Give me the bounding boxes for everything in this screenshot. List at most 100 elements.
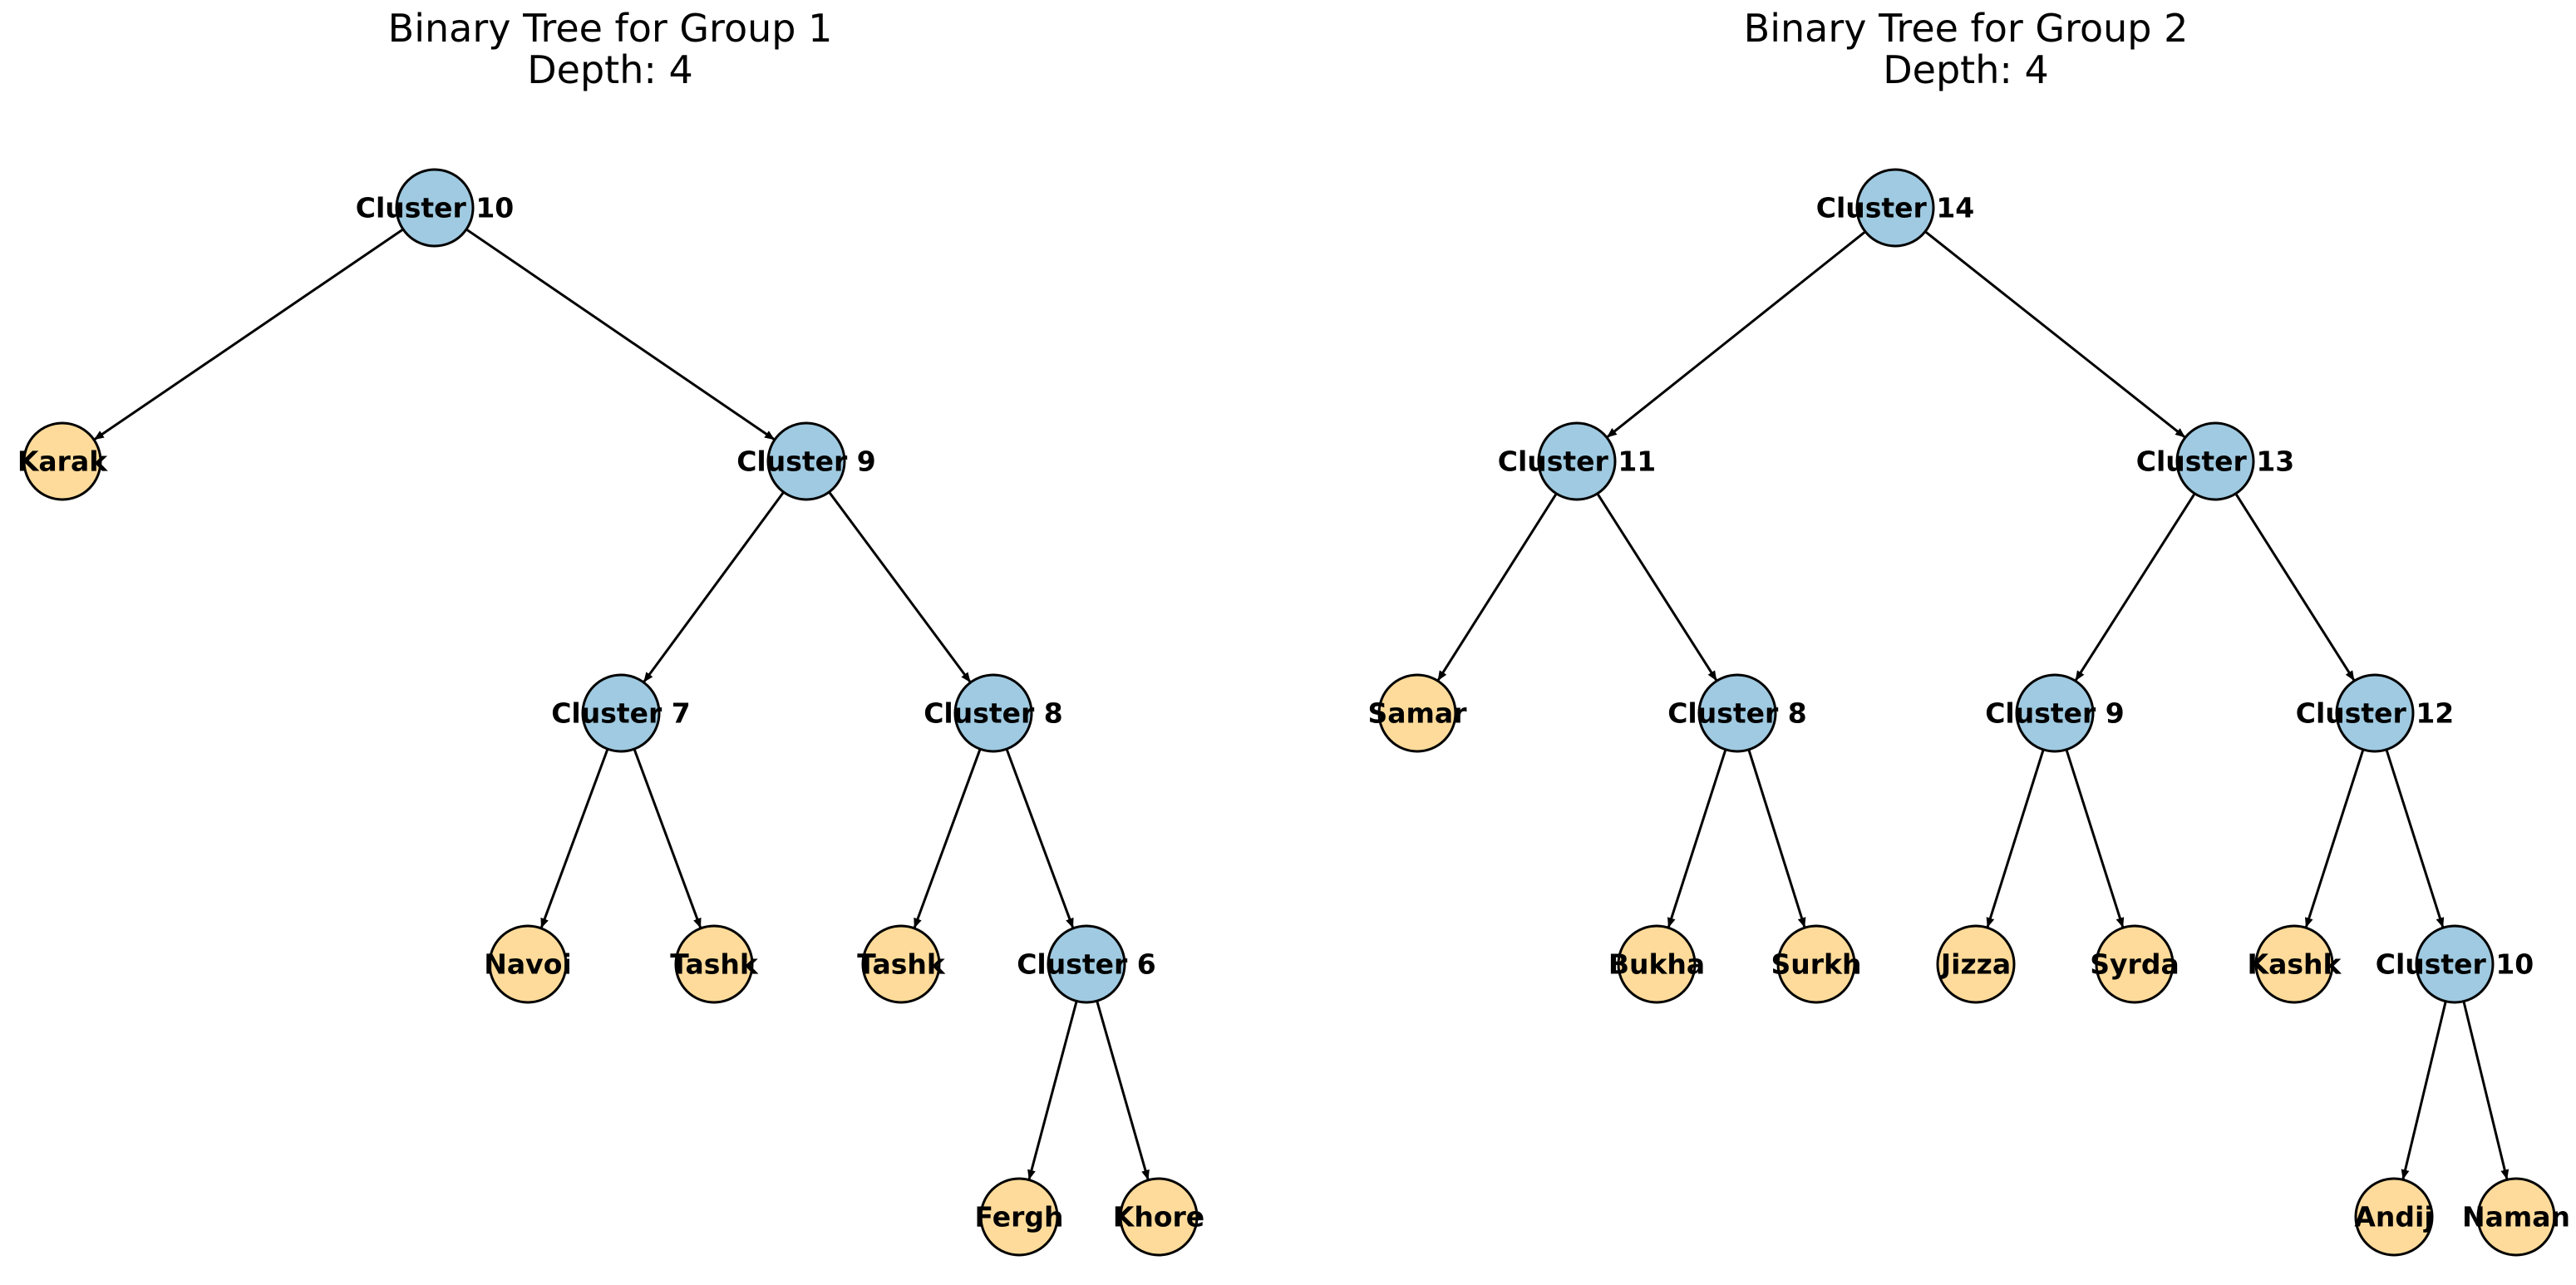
- tree-panel-group-2: Binary Tree for Group 2 Depth: 4 Cluster…: [1368, 6, 2570, 1257]
- tree-node-g2-surkh: Surkh: [1771, 924, 1862, 1004]
- tree-node-g2-cluster-8: Cluster 8: [1667, 673, 1807, 753]
- leaf-node-circle: [1936, 924, 2016, 1004]
- tree-node-g1-cluster-7: Cluster 7: [551, 673, 691, 753]
- tree-subtitle-group-1: Depth: 4: [527, 47, 693, 92]
- edge-g2-cluster-11-to-g2-cluster-8: [1596, 492, 1718, 682]
- edge-g1-cluster-10-to-g1-cluster-9: [465, 228, 776, 441]
- leaf-node-circle: [861, 924, 941, 1004]
- edge-g2-cluster-13-to-g2-cluster-12: [2234, 493, 2356, 682]
- tree-node-g1-tashk-b: Tashk: [857, 924, 946, 1004]
- leaf-node-circle: [1776, 924, 1856, 1004]
- node-label: Surkh: [1771, 948, 1862, 981]
- tree-node-g1-fergh: Fergh: [975, 1177, 1064, 1257]
- leaf-node-circle: [1377, 673, 1457, 753]
- leaf-node-circle: [2476, 1177, 2556, 1257]
- edge-g1-cluster-10-to-g1-karak: [94, 228, 404, 441]
- edge-g2-cluster-9-to-g2-syrda: [2065, 749, 2125, 928]
- leaf-node-circle: [2095, 924, 2175, 1004]
- edge-g1-cluster-8-to-g1-cluster-6: [1005, 748, 1075, 928]
- cluster-node-circle: [1537, 421, 1617, 501]
- tree-subtitle-group-2: Depth: 4: [1883, 47, 2049, 92]
- edge-g1-cluster-7-to-g1-tashk-a: [633, 748, 702, 928]
- tree-node-g1-khore: Khore: [1113, 1177, 1204, 1257]
- tree-node-g2-andij: Andij: [2354, 1177, 2434, 1257]
- node-label: Tashk: [670, 948, 759, 981]
- leaf-node-circle: [1119, 1177, 1199, 1257]
- edges-group-1: [94, 228, 1150, 1180]
- cluster-node-circle: [395, 168, 475, 248]
- edge-g2-cluster-13-to-g2-cluster-9: [2074, 492, 2196, 682]
- node-label: Cluster 10: [356, 192, 515, 224]
- edge-g1-cluster-9-to-g1-cluster-8: [828, 491, 972, 683]
- cluster-node-circle: [2335, 673, 2415, 753]
- tree-node-g2-syrda: Syrda: [2090, 924, 2180, 1004]
- node-label: Cluster 6: [1017, 948, 1156, 981]
- edge-g2-cluster-12-to-g2-kashk: [2304, 749, 2365, 928]
- tree-node-g1-navoi: Navoi: [484, 924, 572, 1004]
- edge-g1-cluster-7-to-g1-navoi: [539, 748, 609, 928]
- edge-g2-cluster-9-to-g2-jizza: [1986, 749, 2045, 928]
- leaf-node-circle: [2354, 1177, 2434, 1257]
- tree-node-g2-naman: Naman: [2462, 1177, 2570, 1257]
- tree-node-g1-karak: Karak: [17, 421, 108, 501]
- edge-g2-cluster-12-to-g2-cluster-10: [2385, 749, 2445, 928]
- node-label: Jizza: [1939, 948, 2011, 981]
- node-label: Cluster 8: [1667, 697, 1807, 730]
- tree-node-g2-cluster-11: Cluster 11: [1498, 421, 1657, 501]
- tree-node-g2-cluster-13: Cluster 13: [2136, 421, 2295, 501]
- edge-g2-cluster-10-to-g2-andij: [2401, 1001, 2447, 1180]
- node-label: Cluster 12: [2296, 697, 2455, 730]
- node-label: Navoi: [484, 948, 571, 981]
- cluster-node-circle: [1855, 168, 1935, 248]
- leaf-node-circle: [1617, 924, 1697, 1004]
- edges-group-2: [1436, 230, 2510, 1180]
- edge-g2-cluster-14-to-g2-cluster-11: [1606, 230, 1866, 438]
- leaf-node-circle: [979, 1177, 1059, 1257]
- leaf-node-circle: [22, 421, 102, 501]
- tree-node-g1-cluster-9: Cluster 9: [736, 421, 876, 501]
- cluster-node-circle: [2415, 924, 2495, 1004]
- node-label: Naman: [2462, 1201, 2570, 1233]
- leaf-node-circle: [674, 924, 754, 1004]
- tree-node-g2-bukha: Bukha: [1608, 924, 1705, 1004]
- node-label: Khore: [1113, 1201, 1204, 1233]
- tree-node-g2-cluster-12: Cluster 12: [2296, 673, 2455, 753]
- edge-g2-cluster-11-to-g2-samar: [1436, 493, 1558, 682]
- tree-node-g2-kashk: Kashk: [2248, 924, 2342, 1004]
- nodes-group-1: Cluster 10 Karak Cluster 9 Cluster 7 Cluster…: [17, 168, 1204, 1257]
- node-label: Cluster 11: [1498, 446, 1657, 478]
- node-label: Fergh: [975, 1201, 1064, 1233]
- node-label: Kashk: [2248, 948, 2342, 981]
- tree-title-group-2: Binary Tree for Group 2: [1744, 6, 2189, 51]
- cluster-node-circle: [2015, 673, 2095, 753]
- tree-node-g2-cluster-10: Cluster 10: [2376, 924, 2534, 1004]
- edge-g2-cluster-10-to-g2-naman: [2462, 1001, 2510, 1180]
- node-label: Cluster 14: [1816, 192, 1975, 224]
- node-label: Samar: [1368, 697, 1468, 730]
- cluster-node-circle: [2175, 421, 2255, 501]
- node-label: Cluster 10: [2376, 948, 2534, 981]
- edge-g1-cluster-6-to-g1-khore: [1096, 1000, 1150, 1180]
- node-label: Karak: [17, 446, 108, 478]
- cluster-node-circle: [953, 673, 1033, 753]
- tree-title-group-1: Binary Tree for Group 1: [388, 6, 833, 51]
- tree-node-g1-cluster-8: Cluster 8: [924, 673, 1063, 753]
- tree-node-g1-cluster-10: Cluster 10: [356, 168, 515, 248]
- edge-g1-cluster-8-to-g1-tashk-b: [913, 748, 982, 928]
- node-label: Cluster 9: [736, 446, 876, 478]
- node-label: Tashk: [857, 948, 946, 981]
- cluster-node-circle: [1047, 924, 1126, 1004]
- tree-panel-group-1: Binary Tree for Group 1 Depth: 4 Cluster…: [17, 6, 1204, 1257]
- leaf-node-circle: [488, 924, 568, 1004]
- tree-node-g2-jizza: Jizza: [1936, 924, 2016, 1004]
- tree-node-g2-cluster-9: Cluster 9: [1985, 673, 2125, 753]
- leaf-node-circle: [2254, 924, 2334, 1004]
- edge-g1-cluster-6-to-g1-fergh: [1027, 1001, 1078, 1180]
- node-label: Cluster 8: [924, 697, 1063, 730]
- edge-g2-cluster-8-to-g2-bukha: [1667, 749, 1727, 928]
- edge-g1-cluster-9-to-g1-cluster-7: [643, 491, 785, 683]
- node-label: Cluster 7: [551, 697, 691, 730]
- node-label: Syrda: [2090, 948, 2179, 981]
- edge-g2-cluster-8-to-g2-surkh: [1747, 749, 1806, 928]
- node-label: Cluster 13: [2136, 446, 2295, 478]
